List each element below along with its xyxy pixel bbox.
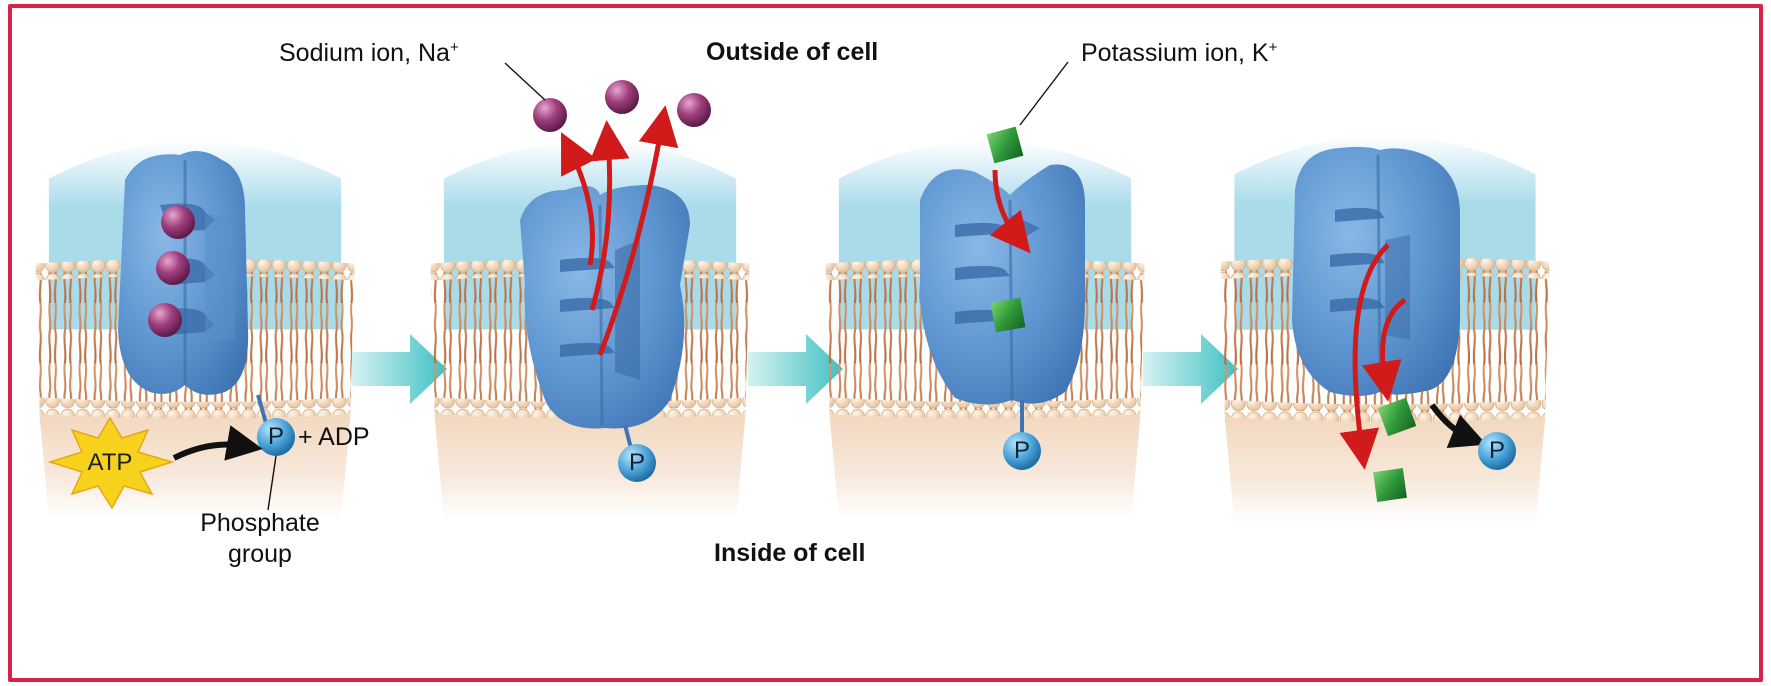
sodium-ion bbox=[677, 93, 711, 127]
phosphate-p-label: P bbox=[1477, 431, 1517, 471]
phosphate-label-line1: Phosphate bbox=[196, 508, 324, 539]
phosphate-p-label: P bbox=[1002, 431, 1042, 471]
outside-of-cell-label: Outside of cell bbox=[706, 40, 878, 65]
sodium-ion-label: Sodium ion, Na+ bbox=[279, 40, 459, 66]
inside-of-cell-label: Inside of cell bbox=[714, 541, 865, 566]
atp-label: ATP bbox=[70, 448, 150, 478]
phosphate-group-label: Phosphate group bbox=[196, 508, 324, 571]
potassium-ion bbox=[1373, 468, 1407, 502]
potassium-ion bbox=[991, 298, 1026, 333]
phosphate-p-label: P bbox=[617, 443, 657, 483]
pump-protein-2 bbox=[520, 185, 690, 428]
sodium-ion bbox=[533, 98, 567, 132]
phosphate-p-label: P bbox=[256, 417, 296, 457]
phosphate-label-line2: group bbox=[196, 539, 324, 570]
sodium-ion bbox=[148, 303, 182, 337]
pump-protein-3 bbox=[920, 165, 1085, 405]
sodium-ion bbox=[156, 251, 190, 285]
adp-label: + ADP bbox=[298, 425, 370, 450]
pump-protein-4 bbox=[1292, 147, 1460, 396]
panel-3 bbox=[826, 62, 1145, 518]
panel-2 bbox=[431, 63, 750, 518]
sodium-ion bbox=[605, 80, 639, 114]
potassium-ion-label: Potassium ion, K+ bbox=[1081, 40, 1277, 66]
sodium-ion bbox=[161, 205, 195, 239]
